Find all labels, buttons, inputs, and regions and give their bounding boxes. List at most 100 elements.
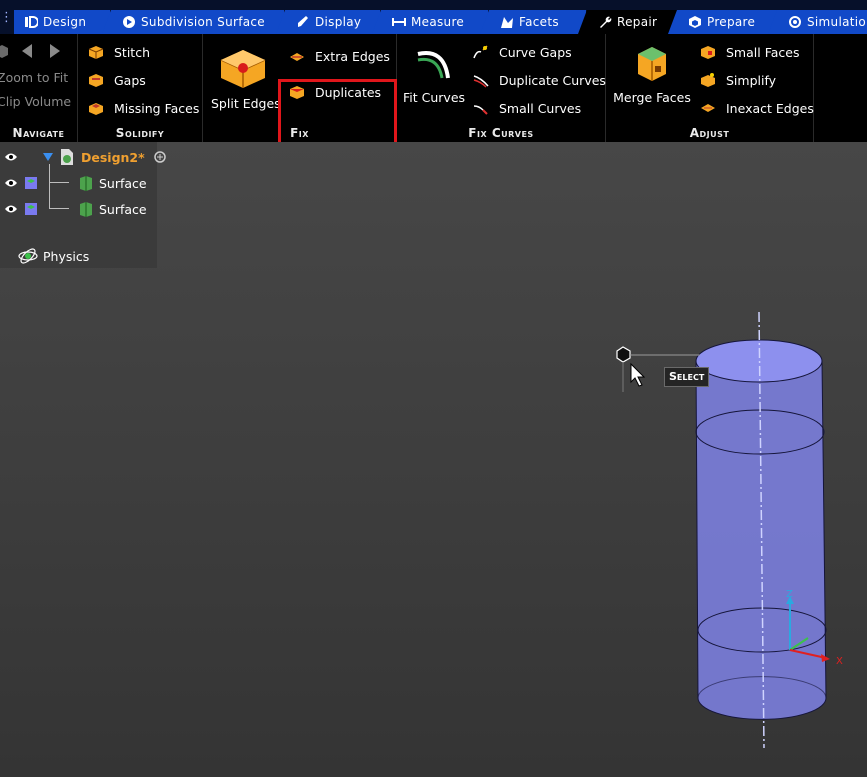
curve-gaps-icon bbox=[473, 45, 488, 59]
ribbon-group-navigate: Zoom to Fit Clip Volume Navigate bbox=[0, 34, 78, 142]
surface-icon bbox=[80, 202, 92, 217]
3d-viewport[interactable]: Z X Select bbox=[0, 142, 867, 777]
triad-z-label: Z bbox=[786, 589, 793, 600]
merge-faces-button[interactable]: Merge Faces bbox=[612, 44, 692, 105]
small-faces-icon bbox=[701, 46, 715, 59]
subdivision-icon bbox=[123, 16, 135, 28]
triad-x-arrowhead bbox=[821, 654, 830, 662]
split-edges-button[interactable]: Split Edges bbox=[211, 46, 281, 111]
duplicate-curves-button[interactable]: Duplicate Curves bbox=[473, 72, 606, 88]
sync-icon[interactable] bbox=[153, 150, 167, 164]
surface-2-label: Surface bbox=[99, 201, 147, 217]
duplicates-icon bbox=[290, 86, 304, 99]
tree-connector-2 bbox=[49, 208, 69, 209]
design-icon bbox=[25, 16, 38, 28]
simulation-icon bbox=[789, 16, 801, 28]
ribbon-group-title: Adjust bbox=[689, 126, 730, 140]
ribbon-group-solidify: Stitch Gaps Missing Faces Solidify bbox=[78, 34, 203, 142]
previous-view-icon[interactable] bbox=[20, 43, 34, 59]
structure-tree: Design2* Surface Surface Physics bbox=[0, 142, 166, 268]
ribbon-tab-bar: ⋮ Design Subdivision Surface Display Mea… bbox=[0, 0, 867, 34]
display-icon bbox=[298, 16, 308, 27]
viewport-scene: Z X bbox=[616, 311, 843, 749]
tab-subdivision-surface[interactable]: Subdivision Surface bbox=[102, 10, 284, 34]
ribbon-group-title: Solidify bbox=[115, 126, 165, 140]
merge-faces-icon bbox=[638, 47, 666, 81]
view-cube-icon[interactable] bbox=[0, 44, 10, 58]
curve-gaps-button[interactable]: Curve Gaps bbox=[473, 44, 572, 60]
select-tooltip: Select bbox=[664, 367, 710, 387]
small-faces-button[interactable]: Small Faces bbox=[700, 44, 799, 60]
fit-curves-button[interactable]: Fit Curves bbox=[403, 44, 465, 105]
split-edges-icon bbox=[220, 50, 266, 88]
tree-connector-vertical bbox=[49, 164, 50, 208]
inexact-edges-button[interactable]: Inexact Edges bbox=[700, 100, 814, 116]
simplify-icon bbox=[701, 73, 715, 87]
inexact-edges-icon bbox=[701, 104, 715, 112]
stitch-icon bbox=[88, 46, 104, 59]
fit-curves-icon bbox=[417, 51, 450, 79]
missing-faces-icon bbox=[89, 103, 103, 115]
design-name-label: Design2* bbox=[81, 149, 145, 165]
tab-facets[interactable]: Facets bbox=[480, 10, 586, 34]
layer-icon[interactable] bbox=[24, 176, 38, 190]
tab-simulation[interactable]: Simulation bbox=[768, 10, 867, 34]
stitch-button[interactable]: Stitch bbox=[88, 44, 150, 60]
gaps-icon bbox=[89, 74, 103, 87]
next-view-icon[interactable] bbox=[48, 43, 62, 59]
extra-edges-button[interactable]: Extra Edges bbox=[289, 48, 390, 64]
surface-1-label: Surface bbox=[99, 175, 147, 191]
facets-icon bbox=[501, 17, 513, 28]
tab-prepare[interactable]: Prepare bbox=[668, 10, 778, 34]
simplify-button[interactable]: Simplify bbox=[700, 72, 776, 88]
mouse-cursor-icon bbox=[630, 362, 646, 387]
duplicates-button[interactable]: Duplicates bbox=[289, 84, 381, 100]
tree-node-surface-1[interactable]: Surface bbox=[4, 175, 147, 191]
ribbon-group-fix-curves: Fit Curves Curve Gaps Duplicate Curves S… bbox=[397, 34, 606, 142]
tab-display[interactable]: Display bbox=[276, 10, 380, 34]
physics-label: Physics bbox=[43, 248, 90, 264]
ribbon-panel: Zoom to Fit Clip Volume Navigate Stitch … bbox=[0, 34, 867, 151]
surface-icon bbox=[80, 176, 92, 191]
prepare-icon bbox=[689, 16, 701, 28]
cylinder-bottom-edge[interactable] bbox=[697, 676, 827, 699]
ribbon-group-title: Fix Curves bbox=[468, 126, 534, 140]
cylinder-body[interactable] bbox=[695, 360, 827, 720]
eye-icon[interactable] bbox=[4, 178, 18, 188]
ribbon-group-title: Navigate bbox=[12, 126, 65, 140]
wrench-icon bbox=[600, 16, 612, 28]
design-document-icon bbox=[61, 149, 73, 165]
eye-icon[interactable] bbox=[4, 204, 18, 214]
expand-triangle-icon[interactable] bbox=[42, 152, 54, 162]
tree-node-design[interactable]: Design2* bbox=[4, 148, 167, 166]
small-curves-button[interactable]: Small Curves bbox=[473, 100, 581, 116]
extra-edges-icon bbox=[290, 53, 304, 61]
ribbon-group-adjust: Merge Faces Small Faces Simplify Inexact… bbox=[606, 34, 814, 142]
zoom-to-fit-button[interactable]: Zoom to Fit bbox=[0, 70, 69, 85]
tab-overflow-icon[interactable]: ⋮ bbox=[0, 10, 13, 25]
tab-design[interactable]: Design bbox=[14, 10, 110, 34]
small-curves-icon bbox=[473, 105, 488, 115]
physics-icon bbox=[18, 248, 38, 264]
gaps-button[interactable]: Gaps bbox=[88, 72, 146, 88]
cylinder-axis-line bbox=[758, 311, 765, 749]
measure-icon bbox=[392, 18, 406, 26]
tree-node-surface-2[interactable]: Surface bbox=[4, 201, 147, 217]
eye-icon[interactable] bbox=[4, 152, 18, 162]
duplicate-curves-icon bbox=[473, 75, 489, 88]
triad-z-arrowhead bbox=[786, 596, 794, 604]
tree-node-physics[interactable]: Physics bbox=[18, 246, 89, 266]
clip-volume-button[interactable]: Clip Volume bbox=[0, 94, 72, 109]
navigate-arrows bbox=[0, 43, 62, 59]
ribbon-group-title: Fix bbox=[290, 126, 309, 140]
ribbon-group-fix: Split Edges Extra Edges Duplicates Fix bbox=[203, 34, 397, 142]
select-tool-hex-icon bbox=[616, 346, 631, 363]
triad-x-label: X bbox=[836, 656, 843, 667]
duplicates-highlight-box bbox=[278, 79, 397, 151]
tab-measure[interactable]: Measure bbox=[372, 10, 488, 34]
missing-faces-button[interactable]: Missing Faces bbox=[88, 100, 199, 116]
triad-x-axis bbox=[789, 649, 827, 659]
layer-icon[interactable] bbox=[24, 202, 38, 216]
tab-repair[interactable]: Repair bbox=[578, 10, 678, 34]
tree-connector-1 bbox=[49, 182, 69, 183]
